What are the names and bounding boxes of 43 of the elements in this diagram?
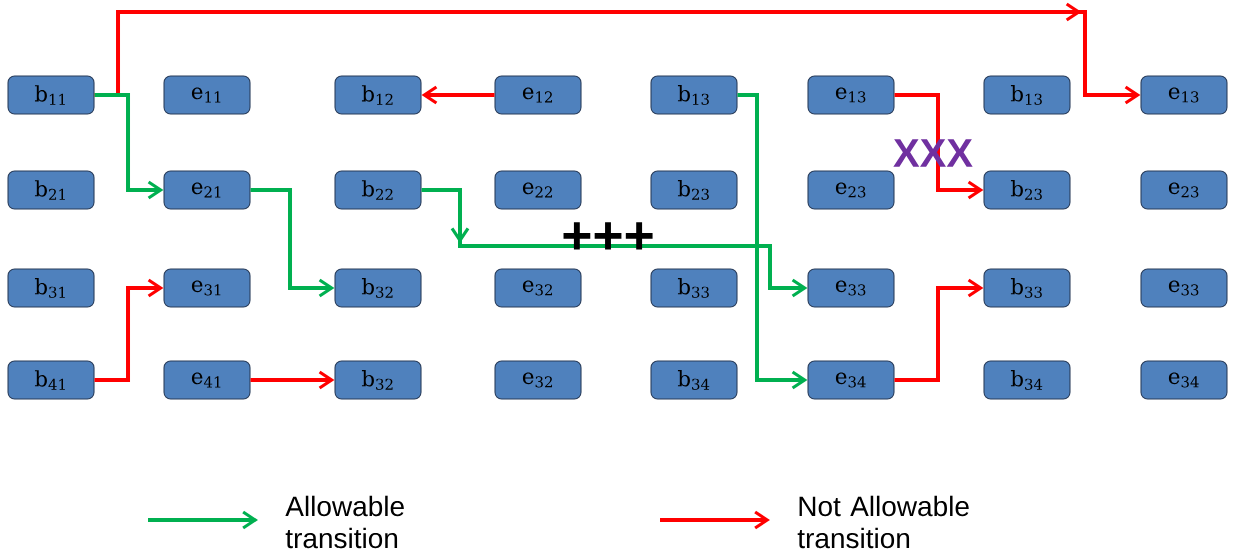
arrow	[250, 370, 335, 390]
state-box: e$_{34}$	[807, 360, 895, 400]
arrow	[737, 93, 808, 390]
arrow	[94, 93, 164, 200]
state-box: b$_{34}$	[983, 360, 1071, 400]
state-box: b$_{23}$	[650, 170, 738, 210]
state-box: e$_{13}$	[807, 75, 895, 115]
state-box: e$_{23}$	[1140, 170, 1228, 210]
state-box: e$_{31}$	[163, 268, 251, 308]
state-box: b$_{41}$	[7, 360, 95, 400]
arrow	[94, 278, 164, 382]
state-box: b$_{32}$	[334, 268, 422, 308]
state-box: b$_{22}$	[334, 170, 422, 210]
arrow	[250, 188, 335, 298]
state-box: b$_{11}$	[7, 75, 95, 115]
state-box: e$_{32}$	[494, 268, 582, 308]
state-box: b$_{13}$	[650, 75, 738, 115]
state-box: e$_{13}$	[1140, 75, 1228, 115]
state-box: b$_{21}$	[7, 170, 95, 210]
state-box: e$_{12}$	[494, 75, 582, 115]
state-box: e$_{22}$	[494, 170, 582, 210]
arrow	[894, 278, 984, 382]
state-box: e$_{33}$	[1140, 268, 1228, 308]
state-box: b$_{13}$	[983, 75, 1071, 115]
state-box: e$_{11}$	[163, 75, 251, 115]
state-box: e$_{21}$	[163, 170, 251, 210]
arrow	[421, 188, 808, 298]
state-box: b$_{12}$	[334, 75, 422, 115]
state-box: b$_{33}$	[983, 268, 1071, 308]
state-box: e$_{23}$	[807, 170, 895, 210]
state-box: e$_{41}$	[163, 360, 251, 400]
state-box: b$_{33}$	[650, 268, 738, 308]
arrow	[421, 85, 495, 105]
state-box: b$_{31}$	[7, 268, 95, 308]
legend-text: Allowable transition	[285, 495, 404, 549]
edge-label: +++	[563, 222, 653, 250]
state-box: b$_{34}$	[650, 360, 738, 400]
state-box: b$_{23}$	[983, 170, 1071, 210]
state-box: b$_{32}$	[334, 360, 422, 400]
legend-text: Not Allowable transition	[797, 495, 969, 549]
state-box: e$_{33}$	[807, 268, 895, 308]
state-box: e$_{34}$	[1140, 360, 1228, 400]
state-box: e$_{32}$	[494, 360, 582, 400]
